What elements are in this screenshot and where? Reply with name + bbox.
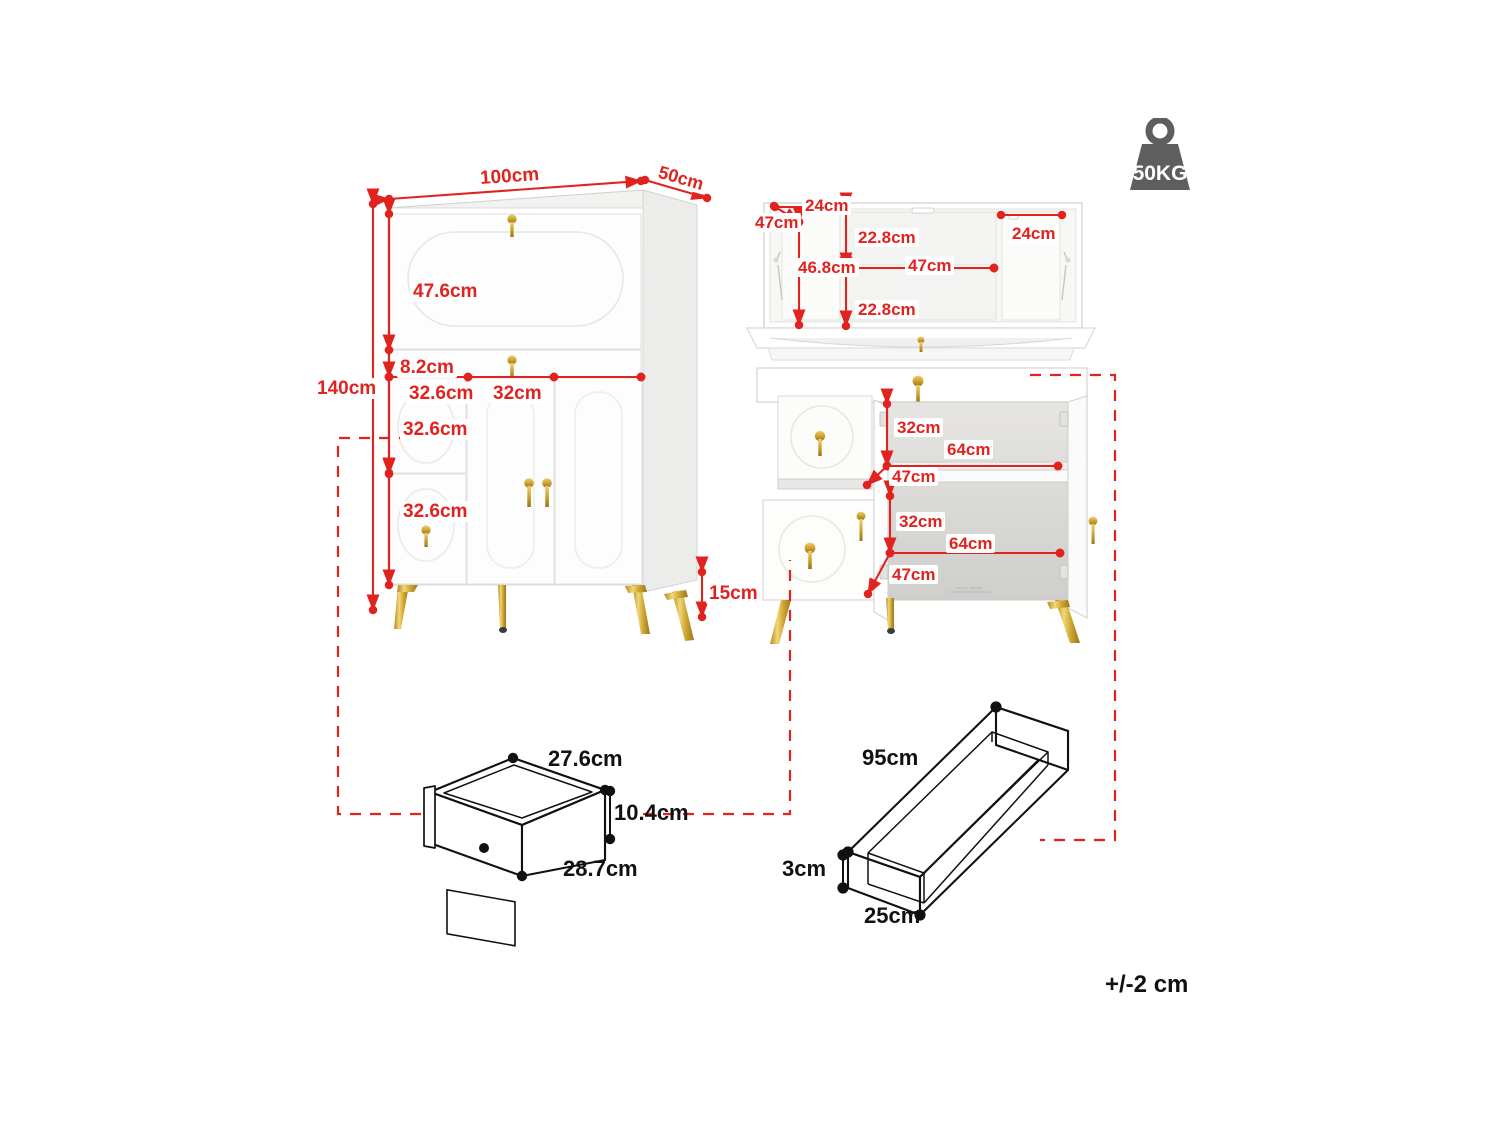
dim-hutch-side-width: 24cm <box>802 196 852 215</box>
dim-long-drawer-depth: 25cm <box>864 903 921 928</box>
dim-hutch-center-upper-height: 22.8cm <box>855 228 919 247</box>
dim-upper-small-drawer-height: 32.6cm <box>400 419 471 440</box>
small-drawer-illustration <box>423 756 607 947</box>
dim-lower-shelf-height: 32cm <box>896 512 946 531</box>
dim-small-drawer-inner-width: 27.6cm <box>548 746 623 771</box>
dim-long-drawer-length: 95cm <box>862 745 919 770</box>
tolerance-note: +/-2 cm <box>1105 971 1189 998</box>
cabinet-open-body <box>746 202 1098 644</box>
dim-hutch-right-width: 24cm <box>1009 224 1059 243</box>
weight-badge: 50KG <box>1118 116 1202 194</box>
dim-hutch-side-depth: 47cm <box>752 213 802 232</box>
weight-icon <box>1130 116 1190 190</box>
dim-middle-door-width: 32cm <box>490 383 545 404</box>
dim-lower-shelf-depth: 47cm <box>889 565 939 584</box>
dim-left-drawer-width: 32.6cm <box>406 383 477 404</box>
weight-badge-label: 50KG <box>1132 162 1188 185</box>
long-drawer-illustration <box>846 705 1070 917</box>
dim-hutch-side-height: 46.8cm <box>795 258 859 277</box>
gold-leg-icon <box>394 585 694 641</box>
dim-hutch-center-lower-height: 22.8cm <box>855 300 919 319</box>
dim-drawer-strip-height: 8.2cm <box>397 357 457 378</box>
dim-long-drawer-height: 3cm <box>782 856 827 881</box>
dim-flap-door-height: 47.6cm <box>410 281 481 302</box>
dim-small-drawer-outer-width: 28.7cm <box>563 856 638 881</box>
dim-small-drawer-height: 10.4cm <box>614 800 689 825</box>
dim-lower-shelf-width: 64cm <box>946 534 996 553</box>
dim-cabinet-height: 140cm <box>314 378 380 399</box>
dim-hutch-center-width: 47cm <box>905 256 955 275</box>
dim-upper-shelf-width: 64cm <box>944 440 994 459</box>
dim-leg-height: 15cm <box>706 583 761 604</box>
dim-upper-shelf-height: 32cm <box>894 418 944 437</box>
dim-upper-shelf-depth: 47cm <box>889 467 939 486</box>
dim-lower-small-drawer-height: 32.6cm <box>400 501 471 522</box>
gold-leg-icon <box>770 598 1080 644</box>
